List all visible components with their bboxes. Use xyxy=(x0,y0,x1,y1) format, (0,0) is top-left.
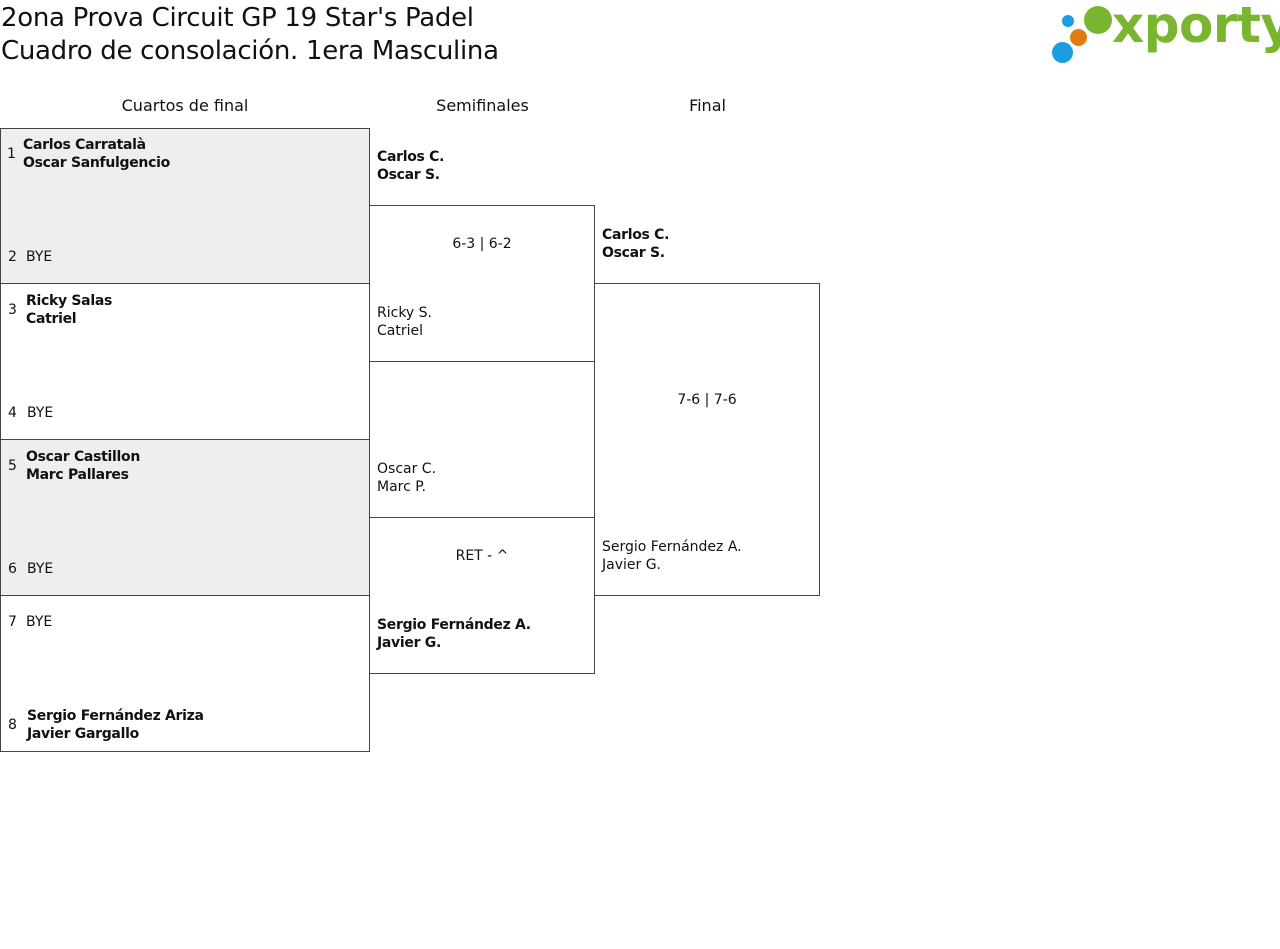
player-name: Javier G. xyxy=(377,635,441,651)
semifinal-winner-entry: Sergio Fernández A. Javier G. xyxy=(377,616,531,652)
semifinal-entry: Ricky S. Catriel xyxy=(377,304,432,340)
seed-number: 2 xyxy=(8,249,17,265)
team-entry: BYE xyxy=(26,248,52,266)
final-entry: Sergio Fernández A. Javier G. xyxy=(602,538,742,574)
player-name: Catriel xyxy=(377,323,423,339)
player-name: Oscar Sanfulgencio xyxy=(23,155,170,171)
team-entry: Carlos Carratalà Oscar Sanfulgencio xyxy=(23,136,170,172)
player-name: Oscar S. xyxy=(377,167,440,183)
seed-number: 4 xyxy=(8,405,17,421)
bye-label: BYE xyxy=(26,614,53,630)
semifinal-entry: Oscar C. Marc P. xyxy=(377,460,436,496)
player-name: Oscar Castillon xyxy=(26,449,140,465)
player-name: Ricky Salas xyxy=(26,293,112,309)
team-entry: BYE xyxy=(27,560,53,578)
player-name: Sergio Fernández Ariza xyxy=(27,708,204,724)
player-name: Oscar C. xyxy=(377,461,437,477)
page-title: 2ona Prova Circuit GP 19 Star's Padel Cu… xyxy=(1,2,499,68)
team-entry: BYE xyxy=(27,404,53,422)
round-header-quarterfinals: Cuartos de final xyxy=(121,96,249,115)
bye-label: BYE xyxy=(26,249,53,265)
player-name: Ricky S. xyxy=(377,305,432,321)
logo-dot-blue-large-icon xyxy=(1052,42,1073,63)
seed-number: 1 xyxy=(7,146,16,162)
logo-dot-green-icon xyxy=(1084,6,1112,34)
player-name: Sergio Fernández A. xyxy=(602,539,742,555)
round-header-final: Final xyxy=(689,96,726,115)
seed-number: 5 xyxy=(8,458,17,474)
seed-number: 8 xyxy=(8,717,17,733)
player-name: Javier Gargallo xyxy=(27,726,139,742)
team-entry: Oscar Castillon Marc Pallares xyxy=(26,448,140,484)
match-score: 6-3 | 6-2 xyxy=(452,236,512,252)
player-name: Marc Pallares xyxy=(26,467,129,483)
match-score: RET - ^ xyxy=(455,548,509,564)
logo-dot-orange-icon xyxy=(1070,29,1087,46)
quarterfinal-match-3 xyxy=(0,439,370,596)
team-entry: BYE xyxy=(26,613,52,631)
player-name: Carlos Carratalà xyxy=(23,137,146,153)
team-entry: Sergio Fernández Ariza Javier Gargallo xyxy=(27,707,204,743)
seed-number: 7 xyxy=(8,614,17,630)
player-name: Sergio Fernández A. xyxy=(377,617,531,633)
title-line-1: 2ona Prova Circuit GP 19 Star's Padel xyxy=(1,3,474,33)
xporty-logo[interactable]: xporty xyxy=(1050,0,1280,68)
quarterfinal-match-1 xyxy=(0,128,370,284)
player-name: Javier G. xyxy=(602,557,662,573)
bye-label: BYE xyxy=(27,561,54,577)
player-name: Marc P. xyxy=(377,479,426,495)
logo-text: xporty xyxy=(1112,0,1280,54)
seed-number: 6 xyxy=(8,561,17,577)
bye-label: BYE xyxy=(27,405,54,421)
logo-dot-blue-small-icon xyxy=(1062,15,1074,27)
player-name: Catriel xyxy=(26,311,77,327)
player-name: Carlos C. xyxy=(602,227,670,243)
seed-number: 3 xyxy=(8,302,17,318)
semifinal-winner-entry: Carlos C. Oscar S. xyxy=(377,148,444,184)
team-entry: Ricky Salas Catriel xyxy=(26,292,112,328)
final-winner-entry: Carlos C. Oscar S. xyxy=(602,226,669,262)
player-name: Oscar S. xyxy=(602,245,665,261)
match-score: 7-6 | 7-6 xyxy=(677,392,737,408)
title-line-2: Cuadro de consolación. 1era Masculina xyxy=(1,36,499,66)
round-header-semifinals: Semifinales xyxy=(436,96,529,115)
player-name: Carlos C. xyxy=(377,149,445,165)
final-match xyxy=(594,283,820,596)
